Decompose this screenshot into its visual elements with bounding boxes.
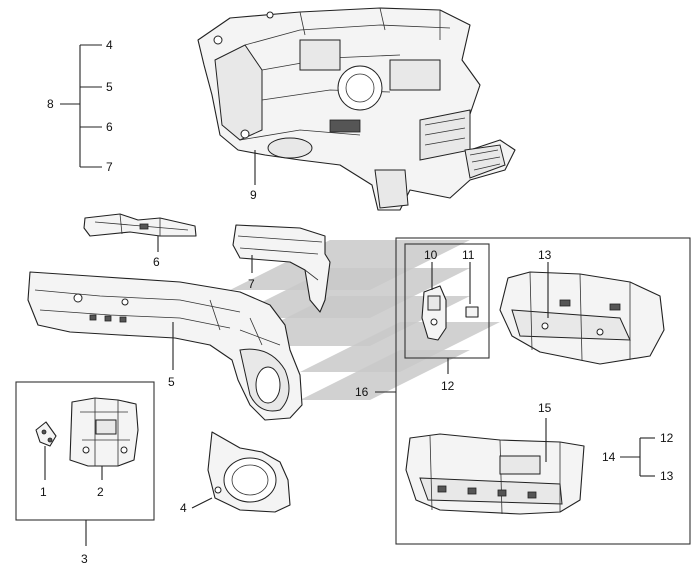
callout-3: 3 xyxy=(81,552,88,566)
callout-group-14: 12 13 14 xyxy=(602,431,674,483)
group-3-frame xyxy=(15,381,155,521)
part-5-side-member xyxy=(27,271,303,421)
callout-13: 13 xyxy=(538,248,552,262)
callout-13-group: 13 xyxy=(660,469,674,483)
callout-15: 15 xyxy=(538,401,552,415)
callout-1: 1 xyxy=(40,485,47,499)
part-7-rail-extension xyxy=(232,224,331,313)
callout-6: 6 xyxy=(153,255,160,269)
part-4-wheelhouse-panel xyxy=(207,431,291,513)
callout-16: 16 xyxy=(355,385,369,399)
part-11-clip xyxy=(465,306,479,318)
callout-2: 2 xyxy=(97,485,104,499)
callout-9: 9 xyxy=(250,188,257,202)
callout-12-group: 12 xyxy=(660,431,674,445)
part-13-longitudinal-panel xyxy=(499,271,665,365)
callout-4: 4 xyxy=(180,501,187,515)
callout-group-8: 4 5 6 7 8 xyxy=(47,38,113,174)
callout-8: 8 xyxy=(47,97,54,111)
part-6-rail-bracket xyxy=(83,213,197,237)
part-10-bracket xyxy=(421,285,447,341)
callout-5: 5 xyxy=(168,375,175,389)
callout-7-top: 7 xyxy=(106,160,113,174)
group-12-frame xyxy=(404,243,490,359)
callout-14: 14 xyxy=(602,450,616,464)
part-2-reinforcement-plate xyxy=(69,397,139,467)
callout-11: 11 xyxy=(462,248,475,262)
part-1-small-bracket xyxy=(35,421,57,447)
callout-6-top: 6 xyxy=(106,120,113,134)
group-16-frame xyxy=(395,237,691,545)
part-15-floor-panel xyxy=(405,433,585,515)
watermark-logo xyxy=(230,240,500,400)
callout-4-top: 4 xyxy=(106,38,113,52)
part-9-front-body-assembly xyxy=(197,7,516,211)
callout-12-inner: 12 xyxy=(441,379,455,393)
callout-10: 10 xyxy=(424,248,438,262)
callout-7: 7 xyxy=(248,277,255,291)
callout-5-top: 5 xyxy=(106,80,113,94)
